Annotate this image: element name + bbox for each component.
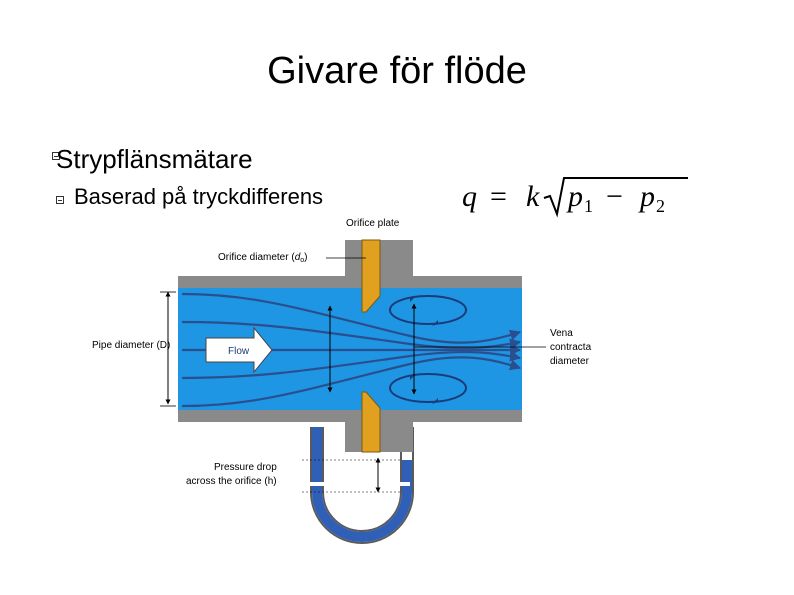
formula-p1-sub: 1 [584, 196, 593, 216]
formula-p1: p [566, 180, 583, 213]
orifice-plate-label: Orifice plate [346, 218, 400, 229]
formula-eq: = [490, 180, 507, 213]
bullet-2-text: Baserad på tryckdifferens [74, 184, 324, 209]
formula-k: k [526, 180, 540, 213]
pipe-diameter-label: Pipe diameter (D) [92, 340, 170, 351]
vena-label-3: diameter [550, 356, 590, 367]
eddy-bottom [389, 373, 467, 403]
flow-arrow-icon [205, 326, 273, 374]
bullet-2-icon [56, 196, 64, 204]
orifice-plate-diagram: Flow Orifice plate Orifice diameter (do)… [92, 218, 592, 544]
eddy-top-arrow-2 [432, 320, 438, 326]
formula-p2-sub: 2 [656, 196, 665, 216]
sqrt-sign [543, 177, 688, 218]
pressure-label-2: across the orifice (h) [186, 476, 277, 487]
eddy-top [389, 295, 467, 325]
formula-minus: − [606, 180, 623, 213]
orifice-diameter-label: Orifice diameter (do) [218, 252, 308, 264]
pressure-label-1: Pressure drop [214, 462, 277, 473]
vena-label-2: contracta [550, 342, 592, 353]
vena-label-1: Vena [550, 328, 573, 339]
eddy-bottom-arrow-2 [432, 398, 438, 404]
slide-title: Givare för flöde [267, 50, 527, 92]
formula-p2: p [638, 180, 655, 213]
eddy-top-arrow-1 [410, 296, 416, 302]
bullet-1-icon [52, 152, 60, 160]
orifice-plate-bottom [361, 391, 381, 453]
manometer [310, 427, 414, 544]
formula-q: q [462, 180, 477, 213]
flow-formula: q = k p 1 − p 2 [462, 177, 688, 218]
bullet-1-text: Strypflänsmätare [56, 144, 253, 174]
orifice-plate-top [361, 239, 381, 313]
flow-label: Flow [228, 346, 250, 357]
